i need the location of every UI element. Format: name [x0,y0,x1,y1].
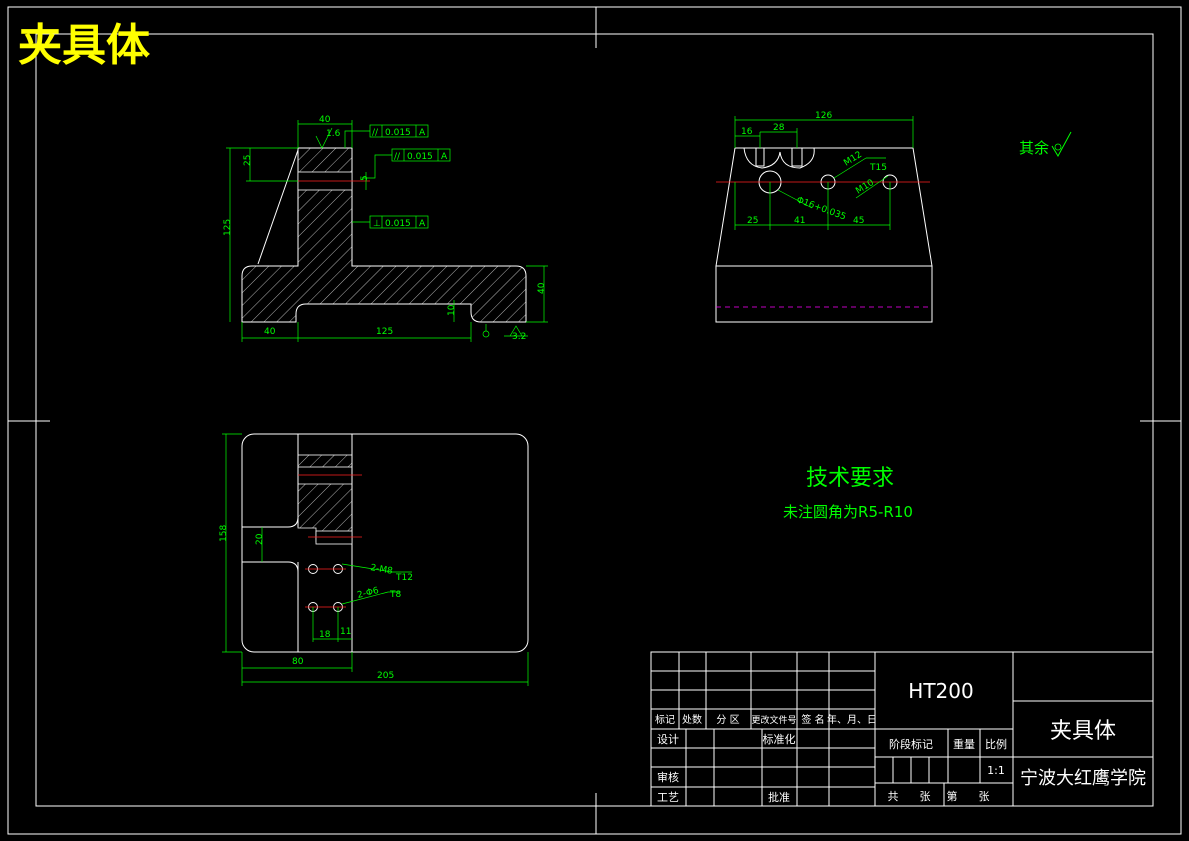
title-material: HT200 [908,679,973,703]
tolerance-3-datum: A [419,219,426,229]
dim-top-11: 11 [340,627,351,637]
label-standard: 标准化 [763,732,796,746]
front-view: 40 1.6 25 125 5 40 125 40 10 3.2 // 0.01… [223,115,548,342]
dim-top-t8: T8 [389,590,401,600]
label-approve: 批准 [768,790,790,804]
dim-top-m8: 2-M8 [369,563,393,577]
dim-top-t12: T12 [395,573,413,583]
drawing-title: 夹具体 [18,20,150,71]
dim-side-28: 28 [773,123,785,133]
col-label-mark: 标记 [655,714,675,726]
tolerance-2-datum: A [441,152,448,162]
dim-top-18: 18 [319,630,331,640]
tolerance-3-value: 0.015 [385,219,411,229]
dim-side-m10: M10 [854,178,876,197]
col-label-zone: 分 区 [716,714,739,726]
col-label-date: 年、月、日 [827,713,877,726]
dim-side-41: 41 [794,216,805,226]
dim-top-height: 158 [219,525,229,542]
roughness-circle-icon [1054,143,1062,151]
tolerance-1-datum: A [419,128,426,138]
dim-top-pin: 2-Φ6 [356,586,380,601]
top-view: 158 20 2-M8 T12 2-Φ6 T8 18 11 80 205 [219,433,529,686]
label-sheet-no: 第 [947,789,958,803]
label-sheets: 张 [920,790,931,803]
title-school: 宁波大红鹰学院 [1020,768,1146,789]
dim-top-width: 205 [377,671,394,681]
tolerance-1-symbol: // [372,128,379,138]
dim-roughness-top: 1.6 [326,129,341,139]
dim-gap-5: 5 [360,175,370,181]
dim-side-25: 25 [747,216,758,226]
sheet-border [7,6,1182,835]
title-scale: 1:1 [987,764,1005,777]
dim-top-80: 80 [292,657,304,667]
col-label-change-doc: 更改文件号 [751,714,796,726]
dim-top-20: 20 [255,533,265,545]
dim-side-16: 16 [741,127,753,137]
dim-height-25: 25 [243,155,253,166]
dim-roughness-bottom: 3.2 [512,332,526,342]
tolerance-2-value: 0.015 [407,152,433,162]
tech-requirements-line: 未注圆角为R5-R10 [783,503,913,521]
label-process: 工艺 [657,791,679,804]
label-weight: 重量 [953,737,975,751]
dim-base-left: 40 [264,327,276,337]
dim-base-height: 40 [537,282,547,294]
front-view-section [241,147,527,323]
col-label-count: 处数 [682,713,702,726]
side-view: 126 16 28 M12 T15 M10 Φ16+0.035 25 41 45 [715,111,933,323]
dim-side-t15: T15 [869,163,887,173]
dim-base-length: 125 [376,327,393,337]
dim-top-width: 40 [319,115,331,125]
roughness-icon [1051,131,1072,158]
surface-rest-note: 其余 [1019,139,1049,157]
tolerance-1-value: 0.015 [385,128,411,138]
label-ratio: 比例 [985,737,1007,751]
dim-slot-depth: 10 [447,304,457,316]
tolerance-3-symbol: ⊥ [373,219,381,229]
label-design: 设计 [657,733,679,746]
tech-requirements-title: 技术要求 [806,466,894,491]
dim-side-45: 45 [853,216,864,226]
tolerance-2-symbol: // [394,152,401,162]
label-sheet-unit: 张 [979,790,990,803]
label-review: 审核 [657,770,679,784]
title-part-name: 夹具体 [1050,719,1116,744]
dim-height-125: 125 [223,219,233,236]
dim-side-overall: 126 [815,111,832,121]
label-total: 共 [888,790,899,803]
label-stage-mark: 阶段标记 [889,737,933,751]
title-block: HT200 夹具体 宁波大红鹰学院 1:1 标记 处数 分 区 更改文件号 签 … [650,651,1154,807]
col-label-signature: 签 名 [801,713,824,726]
